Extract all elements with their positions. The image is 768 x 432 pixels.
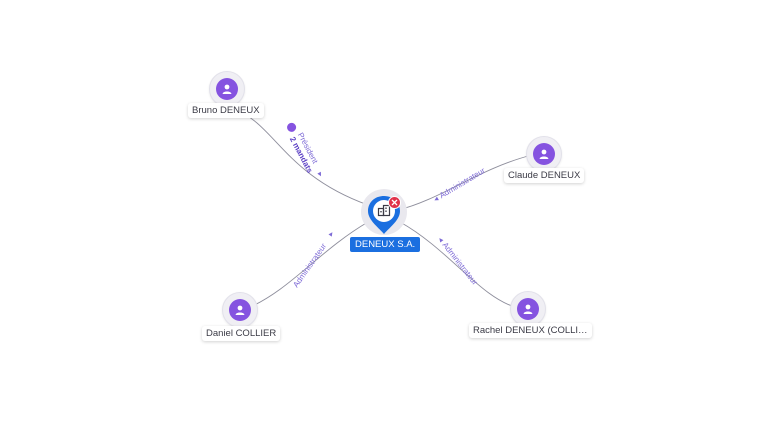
- arrow-icon: [317, 171, 322, 177]
- person-node-bruno[interactable]: [209, 71, 245, 107]
- company-label[interactable]: DENEUX S.A.: [350, 237, 421, 252]
- edge-rachel: [399, 221, 519, 309]
- arrow-icon: [434, 196, 439, 201]
- person-label-rachel[interactable]: Rachel DENEUX (COLLI…: [469, 323, 592, 338]
- close-icon[interactable]: [388, 196, 401, 209]
- person-icon: [216, 78, 238, 100]
- person-node-daniel[interactable]: [222, 292, 258, 328]
- person-label-bruno[interactable]: Bruno DENEUX: [188, 103, 264, 118]
- person-node-rachel[interactable]: [510, 291, 546, 327]
- relation-label-claude[interactable]: Administrateur: [438, 166, 487, 200]
- edge-claude: [397, 154, 533, 211]
- relation-label-rachel[interactable]: Administrateur: [441, 241, 480, 287]
- edge-daniel: [247, 221, 369, 309]
- building-icon: [377, 204, 391, 217]
- arrow-icon: [439, 238, 444, 243]
- person-label-daniel[interactable]: Daniel COLLIER: [202, 326, 281, 341]
- arrow-icon: [328, 232, 333, 237]
- person-node-claude[interactable]: [526, 136, 562, 172]
- person-icon: [533, 143, 555, 165]
- person-icon: [517, 298, 539, 320]
- person-label-claude[interactable]: Claude DENEUX: [504, 168, 585, 183]
- relation-dot-icon: [287, 122, 297, 132]
- person-icon: [229, 299, 251, 321]
- relation-label-daniel[interactable]: Administrateur: [291, 241, 328, 289]
